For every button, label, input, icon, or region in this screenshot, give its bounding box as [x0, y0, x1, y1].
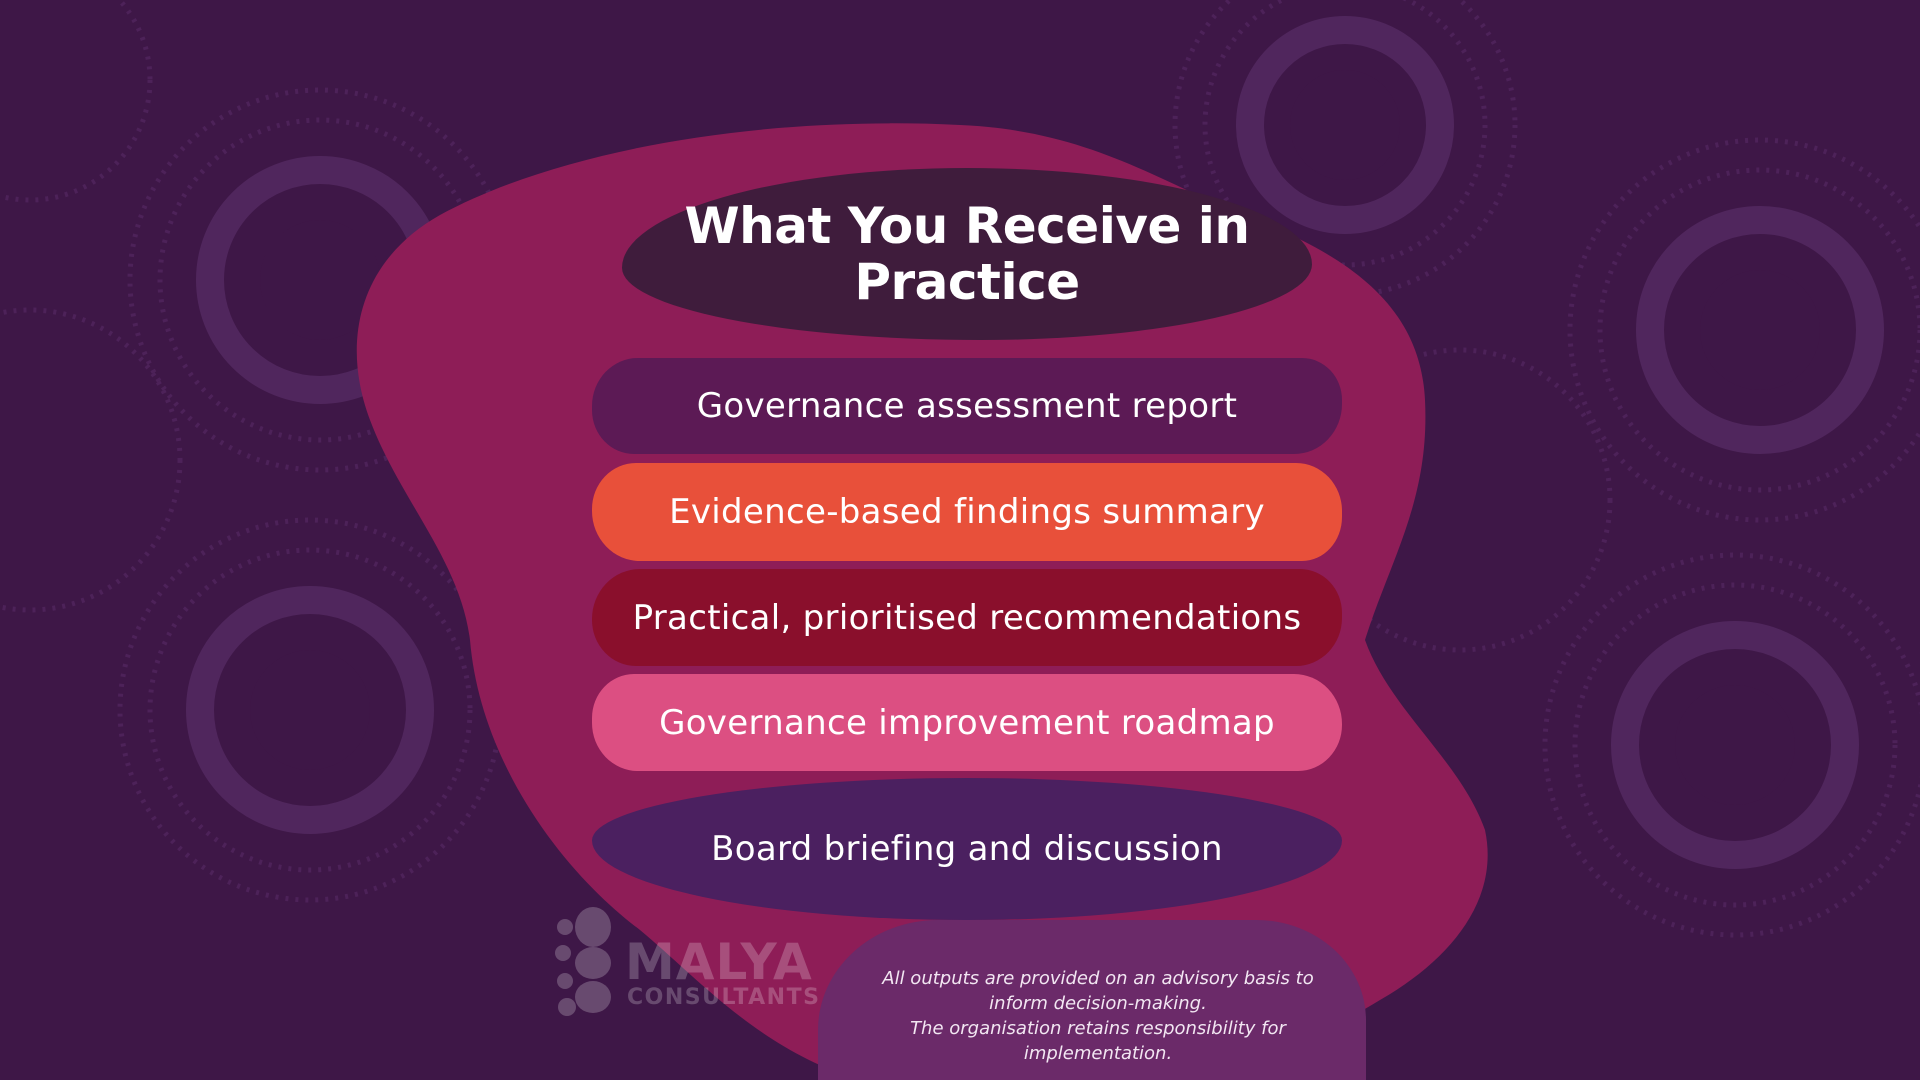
disclaimer-line: All outputs are provided on an advisory … [882, 968, 1314, 1014]
list-item: Board briefing and discussion [592, 778, 1342, 920]
title-banner: What You Receive in Practice [622, 168, 1312, 340]
logo-mark-icon [555, 907, 611, 1016]
disclaimer-line: The organisation retains responsibility … [910, 1018, 1286, 1064]
logo-name: MALYA [625, 933, 813, 991]
logo-subtitle: CONSULTANTS [627, 985, 821, 1010]
list-item: Practical, prioritised recommendations [592, 569, 1342, 666]
list-item: Governance improvement roadmap [592, 674, 1342, 771]
disclaimer-text: All outputs are provided on an advisory … [858, 966, 1338, 1066]
malya-logo: MALYA CONSULTANTS [555, 905, 825, 1025]
disclaimer-box [818, 920, 1366, 1080]
list-item: Governance assessment report [592, 358, 1342, 454]
list-item: Evidence-based findings summary [592, 463, 1342, 561]
page-title: What You Receive in Practice [684, 197, 1250, 311]
